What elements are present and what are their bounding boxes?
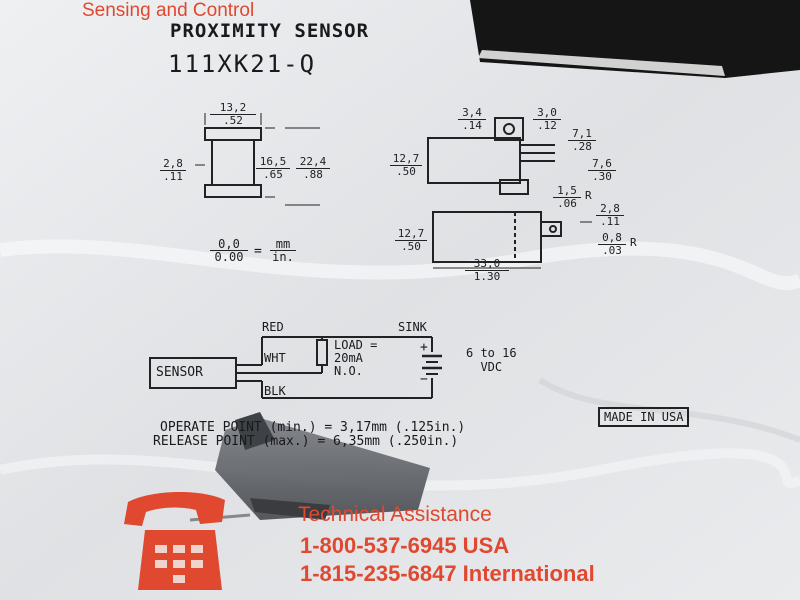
dim-label: 22,4.88 (296, 156, 330, 181)
dim-label: 3,0.12 (533, 107, 561, 132)
brand-line: Sensing and Control (82, 0, 255, 21)
plus-sign: + (420, 340, 428, 355)
bag-wrinkle (538, 377, 800, 443)
bag-wrinkle (0, 239, 800, 291)
dim-label: 2,8.11 (596, 203, 624, 228)
wire-label-red: RED (262, 320, 284, 334)
side-view-drawing (427, 117, 555, 195)
radius-suffix: R (585, 189, 592, 202)
sensor-label: SENSOR (156, 365, 203, 380)
dim-label: 16,5.65 (256, 156, 290, 181)
bag-wrinkle (0, 448, 800, 491)
dim-label: 0,8.03 (598, 232, 626, 257)
release-point: RELEASE POINT (max.) = 6,35mm (.250in.) (153, 434, 459, 449)
dim-label: 7,6.30 (588, 158, 616, 183)
phone-international: 1-815-235-6847 International (300, 561, 595, 586)
made-in-usa-badge: MADE IN USA (598, 407, 690, 427)
proximity-sensor-part (189, 412, 430, 522)
bobbin-drawing (195, 113, 320, 206)
telephone-icon (124, 491, 225, 590)
dim-label: 3,4.14 (458, 107, 486, 132)
dim-label: 7,1.28 (568, 128, 596, 153)
radius-suffix: R (630, 236, 637, 249)
part-number: 111XK21-Q (168, 50, 317, 78)
dim-label: 12,7.50 (395, 228, 427, 253)
top-view-drawing (432, 211, 592, 269)
operate-point: OPERATE POINT (min.) = 3,17mm (.125in.) (160, 420, 466, 435)
dim-label: 13,2.52 (210, 102, 256, 127)
wiring-diagram (149, 336, 442, 399)
supply-voltage: 6 to 16 VDC (466, 346, 517, 374)
support-title: Technical Assistance (298, 503, 492, 526)
wire-label-wht: WHT (264, 351, 286, 365)
minus-sign: − (420, 372, 428, 387)
load-label: LOAD = 20mA N.O. (334, 338, 378, 378)
phone-usa: 1-800-537-6945 USA (300, 533, 510, 558)
wire-label-blk: BLK (264, 384, 286, 398)
product-title: PROXIMITY SENSOR (170, 20, 370, 42)
card-white-edge (478, 50, 725, 76)
dim-label: 12,7.50 (390, 153, 422, 178)
legend-equals: = (254, 244, 262, 259)
dim-label: 1,5.06 (553, 185, 581, 210)
wire-label-sink: SINK (398, 320, 427, 334)
dim-label: 2,8.11 (160, 158, 186, 183)
